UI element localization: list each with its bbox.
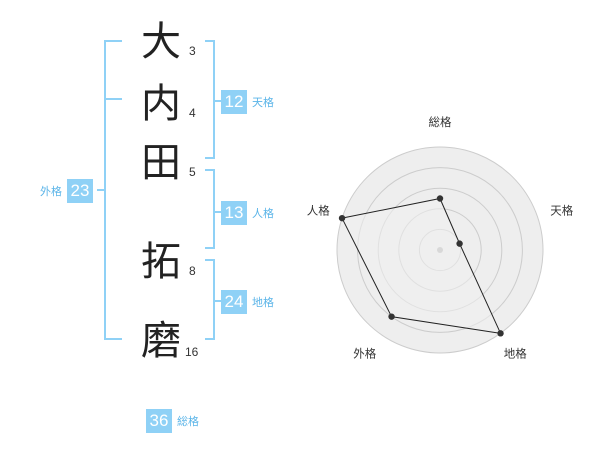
gaikaku: 外格 23	[40, 179, 93, 203]
gaikaku-label: 外格	[40, 185, 62, 198]
jinkaku-value: 13	[221, 201, 247, 225]
tenkaku-bracket	[205, 40, 215, 159]
stroke-count-2: 4	[189, 106, 196, 120]
radar-axis-label-5: 人格	[307, 203, 330, 217]
radar-axis-label-1: 総格	[429, 115, 452, 129]
gaikaku-value: 23	[67, 179, 93, 203]
radar-point-1	[436, 195, 444, 202]
name-char-1: 大	[141, 19, 181, 65]
soukaku: 36 総格	[146, 409, 199, 433]
radar-axis-label-4: 外格	[353, 347, 376, 361]
tenkaku: 12 天格	[221, 90, 274, 114]
name-char-3: 田	[141, 140, 181, 186]
name-char-2: 内	[141, 81, 181, 127]
radar-axis-label-2: 天格	[550, 203, 573, 217]
stroke-count-1: 3	[189, 44, 196, 58]
radar-point-2	[456, 240, 463, 247]
radar-point-4	[388, 313, 395, 320]
soukaku-value: 36	[146, 409, 172, 433]
radar-point-3	[497, 330, 504, 337]
jinkaku: 13 人格	[221, 201, 274, 225]
radar-axis-label-3: 地格	[504, 347, 527, 361]
jinkaku-label: 人格	[252, 207, 274, 220]
gaikaku-bracket	[104, 40, 122, 340]
stroke-count-4: 8	[189, 264, 196, 278]
jinkaku-bracket	[205, 169, 215, 249]
tenkaku-value: 12	[221, 90, 247, 114]
chikaku: 24 地格	[221, 290, 274, 314]
tenkaku-label: 天格	[252, 96, 274, 109]
chikaku-label: 地格	[252, 296, 274, 309]
chikaku-bracket	[205, 259, 215, 340]
stroke-count-5: 16	[185, 345, 199, 359]
radar-point-5	[338, 214, 346, 222]
chikaku-value: 24	[221, 290, 247, 314]
name-char-4: 拓	[141, 239, 181, 285]
radar-series-polygon	[341, 197, 502, 334]
stroke-count-3: 5	[189, 165, 196, 179]
radar-ring-5	[336, 146, 544, 354]
soukaku-label: 総格	[177, 415, 199, 428]
name-char-5: 磨	[141, 318, 181, 364]
